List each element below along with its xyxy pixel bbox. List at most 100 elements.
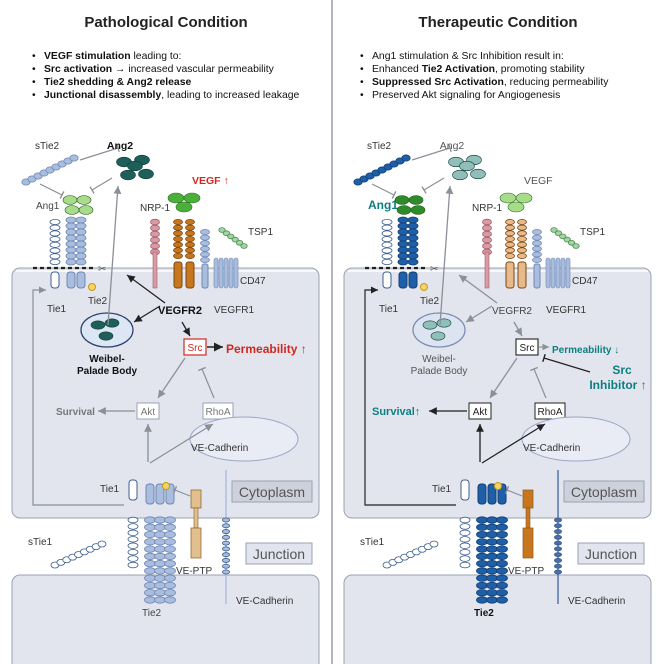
palade-label: Palade Body bbox=[411, 366, 468, 377]
tie2-lower-ectodomain bbox=[486, 516, 498, 604]
tie1-upper-label: Tie1 bbox=[47, 304, 67, 315]
tie2-lower-ectodomain bbox=[144, 516, 156, 604]
ve-ptp-label: VE-PTP bbox=[508, 566, 544, 577]
tie2-upper-ectodomain bbox=[75, 216, 87, 266]
stored-ang2 bbox=[90, 320, 106, 330]
ve-ptp-ectodomain bbox=[190, 527, 202, 559]
tie1-lower-ectodomain bbox=[127, 516, 139, 569]
vegf-subunit bbox=[175, 201, 193, 213]
stie2-inhibit-ang2 bbox=[411, 143, 452, 161]
stie2-label: sTie2 bbox=[35, 141, 60, 152]
stie1-label: sTie1 bbox=[28, 537, 53, 548]
bullet: Src activation → increased vascular perm… bbox=[30, 63, 299, 76]
tie2-lower-ectodomain bbox=[496, 516, 508, 604]
vegfr2-to-tie2-shed-arrow bbox=[126, 274, 166, 304]
nucleus-oval bbox=[521, 416, 631, 462]
src-box bbox=[183, 338, 207, 356]
junction-label: Junction bbox=[253, 546, 305, 562]
tie2-upper-label: Tie2 bbox=[88, 296, 108, 307]
vegfr2-kinase bbox=[173, 261, 183, 289]
cytoplasm-label: Cytoplasm bbox=[571, 484, 637, 500]
tie1-lower-label: Tie1 bbox=[432, 484, 452, 495]
ang2-subunit bbox=[452, 169, 468, 181]
tie2-lower-label: Tie2 bbox=[474, 608, 494, 619]
stored-ang2 bbox=[104, 318, 120, 328]
rhoa-box bbox=[534, 402, 566, 420]
ve-cadherin-lower-label: VE-Cadherin bbox=[568, 596, 625, 607]
tie2-upper-kinase bbox=[408, 271, 418, 289]
src-inhibitor-block bbox=[542, 353, 591, 373]
tsp1-chain bbox=[550, 227, 580, 249]
tie2-lower-kinase bbox=[487, 483, 497, 505]
vegfr1-kinase bbox=[201, 263, 209, 289]
vegfr1-label: VEGFR1 bbox=[214, 305, 254, 316]
bullet: Ang1 stimulation & Src Inhibition result… bbox=[358, 50, 608, 63]
stie1-chain bbox=[50, 540, 107, 569]
rhoa-inhibit-src bbox=[198, 366, 215, 399]
ang2-inhibit-tie2 bbox=[421, 177, 445, 194]
tie2-upper-ectodomain bbox=[397, 216, 409, 266]
src-box bbox=[515, 338, 539, 356]
vegfr1-ectodomain bbox=[200, 228, 210, 263]
ang1-subunit bbox=[410, 205, 426, 215]
nrp1-ectodomain bbox=[150, 218, 160, 256]
akt-label: Akt bbox=[473, 407, 488, 418]
permeability-label: Permeability ↓ bbox=[552, 345, 619, 356]
neighbor-cell bbox=[11, 574, 320, 664]
cytoplasm-box bbox=[563, 480, 645, 503]
vegf-label: VEGF bbox=[524, 175, 553, 187]
rhoa-box bbox=[202, 402, 234, 420]
stored-ang2 bbox=[422, 320, 438, 330]
vegf-subunit bbox=[183, 192, 201, 204]
tie2-lower-kinase bbox=[145, 483, 155, 505]
tie2-lower-ectodomain bbox=[154, 516, 166, 604]
tie1-upper-kinase bbox=[382, 271, 392, 289]
vegfr2-kinase bbox=[505, 261, 515, 289]
vegfr2-label: VEGFR2 bbox=[492, 306, 532, 317]
ang2-label: Ang2 bbox=[107, 140, 133, 152]
ang1-subunit bbox=[62, 195, 78, 205]
tie-feedback-arrow bbox=[364, 286, 456, 506]
src-to-akt-arrow bbox=[489, 357, 518, 399]
junction-box bbox=[245, 542, 313, 565]
ang1-subunit bbox=[78, 205, 94, 215]
ang1-label: Ang1 bbox=[36, 201, 60, 212]
tsp1-label: TSP1 bbox=[580, 227, 605, 238]
stie2-chain bbox=[21, 154, 79, 186]
ang2-subunit bbox=[127, 160, 143, 172]
phospho-site-icon bbox=[162, 482, 170, 490]
weibel-palade-body bbox=[412, 312, 466, 348]
vegf-subunit bbox=[499, 192, 517, 204]
stie2-label: sTie2 bbox=[367, 141, 392, 152]
ang2-label: Ang2 bbox=[440, 140, 465, 152]
tsp1-chain bbox=[218, 227, 248, 249]
stored-ang2 bbox=[98, 331, 114, 341]
bullet: Tie2 shedding & Ang2 release bbox=[30, 76, 299, 89]
nrp1-stalk bbox=[484, 251, 490, 289]
tsp1-label: TSP1 bbox=[248, 227, 273, 238]
weibel-to-ang2-arrow bbox=[107, 185, 122, 326]
vegf-subunit bbox=[515, 192, 533, 204]
ve-cadherin-ectodomain bbox=[221, 517, 230, 575]
cd47-receptor bbox=[213, 257, 239, 289]
ang2-subunit bbox=[120, 169, 136, 181]
ve-ptp-stalk bbox=[525, 507, 531, 529]
rhoa-label: RhoA bbox=[205, 407, 230, 418]
tie2-lower-ectodomain bbox=[164, 516, 176, 604]
nrp1-label: NRP-1 bbox=[472, 203, 502, 214]
ang1-subunit bbox=[408, 195, 424, 205]
vegfr2-to-tie2-shed-arrow bbox=[458, 274, 498, 304]
nucleus-oval bbox=[189, 416, 299, 462]
vegf-label: VEGF ↑ bbox=[192, 175, 229, 187]
vegfr1-ectodomain bbox=[532, 228, 542, 263]
ve-ptp-intracellular bbox=[522, 489, 534, 509]
tie1-upper-ectodomain bbox=[49, 218, 61, 265]
stie2-inhibit-ang1 bbox=[39, 183, 65, 199]
ve-ptp-inhibit-tie2 bbox=[504, 486, 523, 497]
ve-cadherin-ectodomain bbox=[554, 517, 563, 575]
tie2-lower-label: Tie2 bbox=[142, 608, 162, 619]
